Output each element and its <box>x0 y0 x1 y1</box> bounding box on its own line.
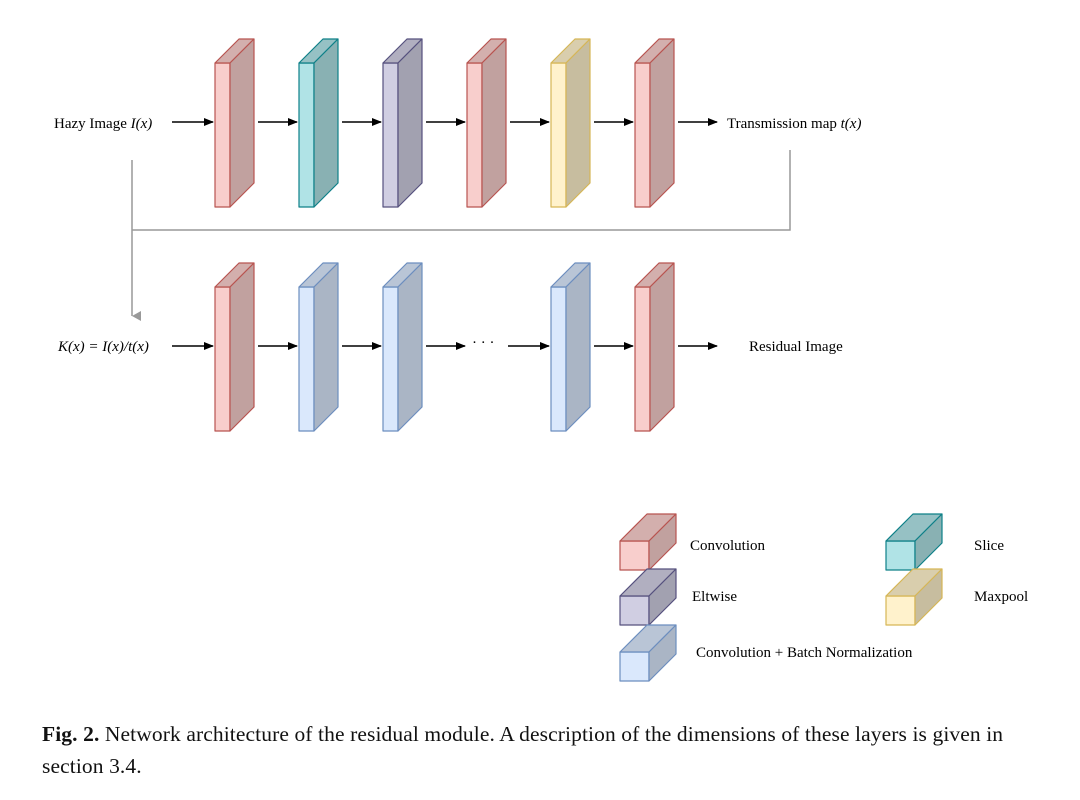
skip-connection-line <box>132 150 791 231</box>
top-layer-convolution <box>214 38 255 208</box>
bottom-layer-convolution <box>634 262 675 432</box>
top-layer-convolution <box>466 38 507 208</box>
bottom-layer-conv_bn <box>382 262 423 432</box>
legend-label-maxpool: Maxpool <box>974 589 1028 605</box>
legend-icon-conv_bn <box>619 624 677 682</box>
legend-label-convolution: Convolution <box>690 538 766 554</box>
legend: Convolution Slice Eltwise Maxpool Convol… <box>619 513 1028 682</box>
top-layer-eltwise <box>382 38 423 208</box>
top-row-layers <box>214 38 675 208</box>
legend-icon-slice <box>885 513 943 571</box>
legend-icon-eltwise <box>619 568 677 626</box>
legend-label-conv-bn: Convolution + Batch Normalization <box>696 645 913 661</box>
top-layer-slice <box>298 38 339 208</box>
hazy-image-label: Hazy Image I(x) <box>54 116 152 132</box>
residual-module-diagram: Hazy Image I(x) Transmission map t(x) K(… <box>54 38 1028 682</box>
ellipsis: · · · <box>472 335 495 351</box>
bottom-row-layers <box>214 262 675 432</box>
residual-image-label: Residual Image <box>749 339 843 355</box>
legend-icon-maxpool <box>885 568 943 626</box>
legend-icon-convolution <box>619 513 677 571</box>
top-layer-convolution <box>634 38 675 208</box>
legend-label-eltwise: Eltwise <box>692 589 737 605</box>
bottom-layer-conv_bn <box>298 262 339 432</box>
legend-label-slice: Slice <box>974 538 1004 554</box>
top-layer-maxpool <box>550 38 591 208</box>
figure-caption: Fig. 2. Network architecture of the resi… <box>42 718 1052 782</box>
figure-caption-text: Network architecture of the residual mod… <box>42 722 1004 778</box>
bottom-layer-convolution <box>214 262 255 432</box>
figure-caption-label: Fig. 2. <box>42 722 100 746</box>
transmission-map-label: Transmission map t(x) <box>727 116 861 132</box>
bottom-layer-conv_bn <box>550 262 591 432</box>
k-equation-label: K(x) = I(x)/t(x) <box>57 339 149 355</box>
